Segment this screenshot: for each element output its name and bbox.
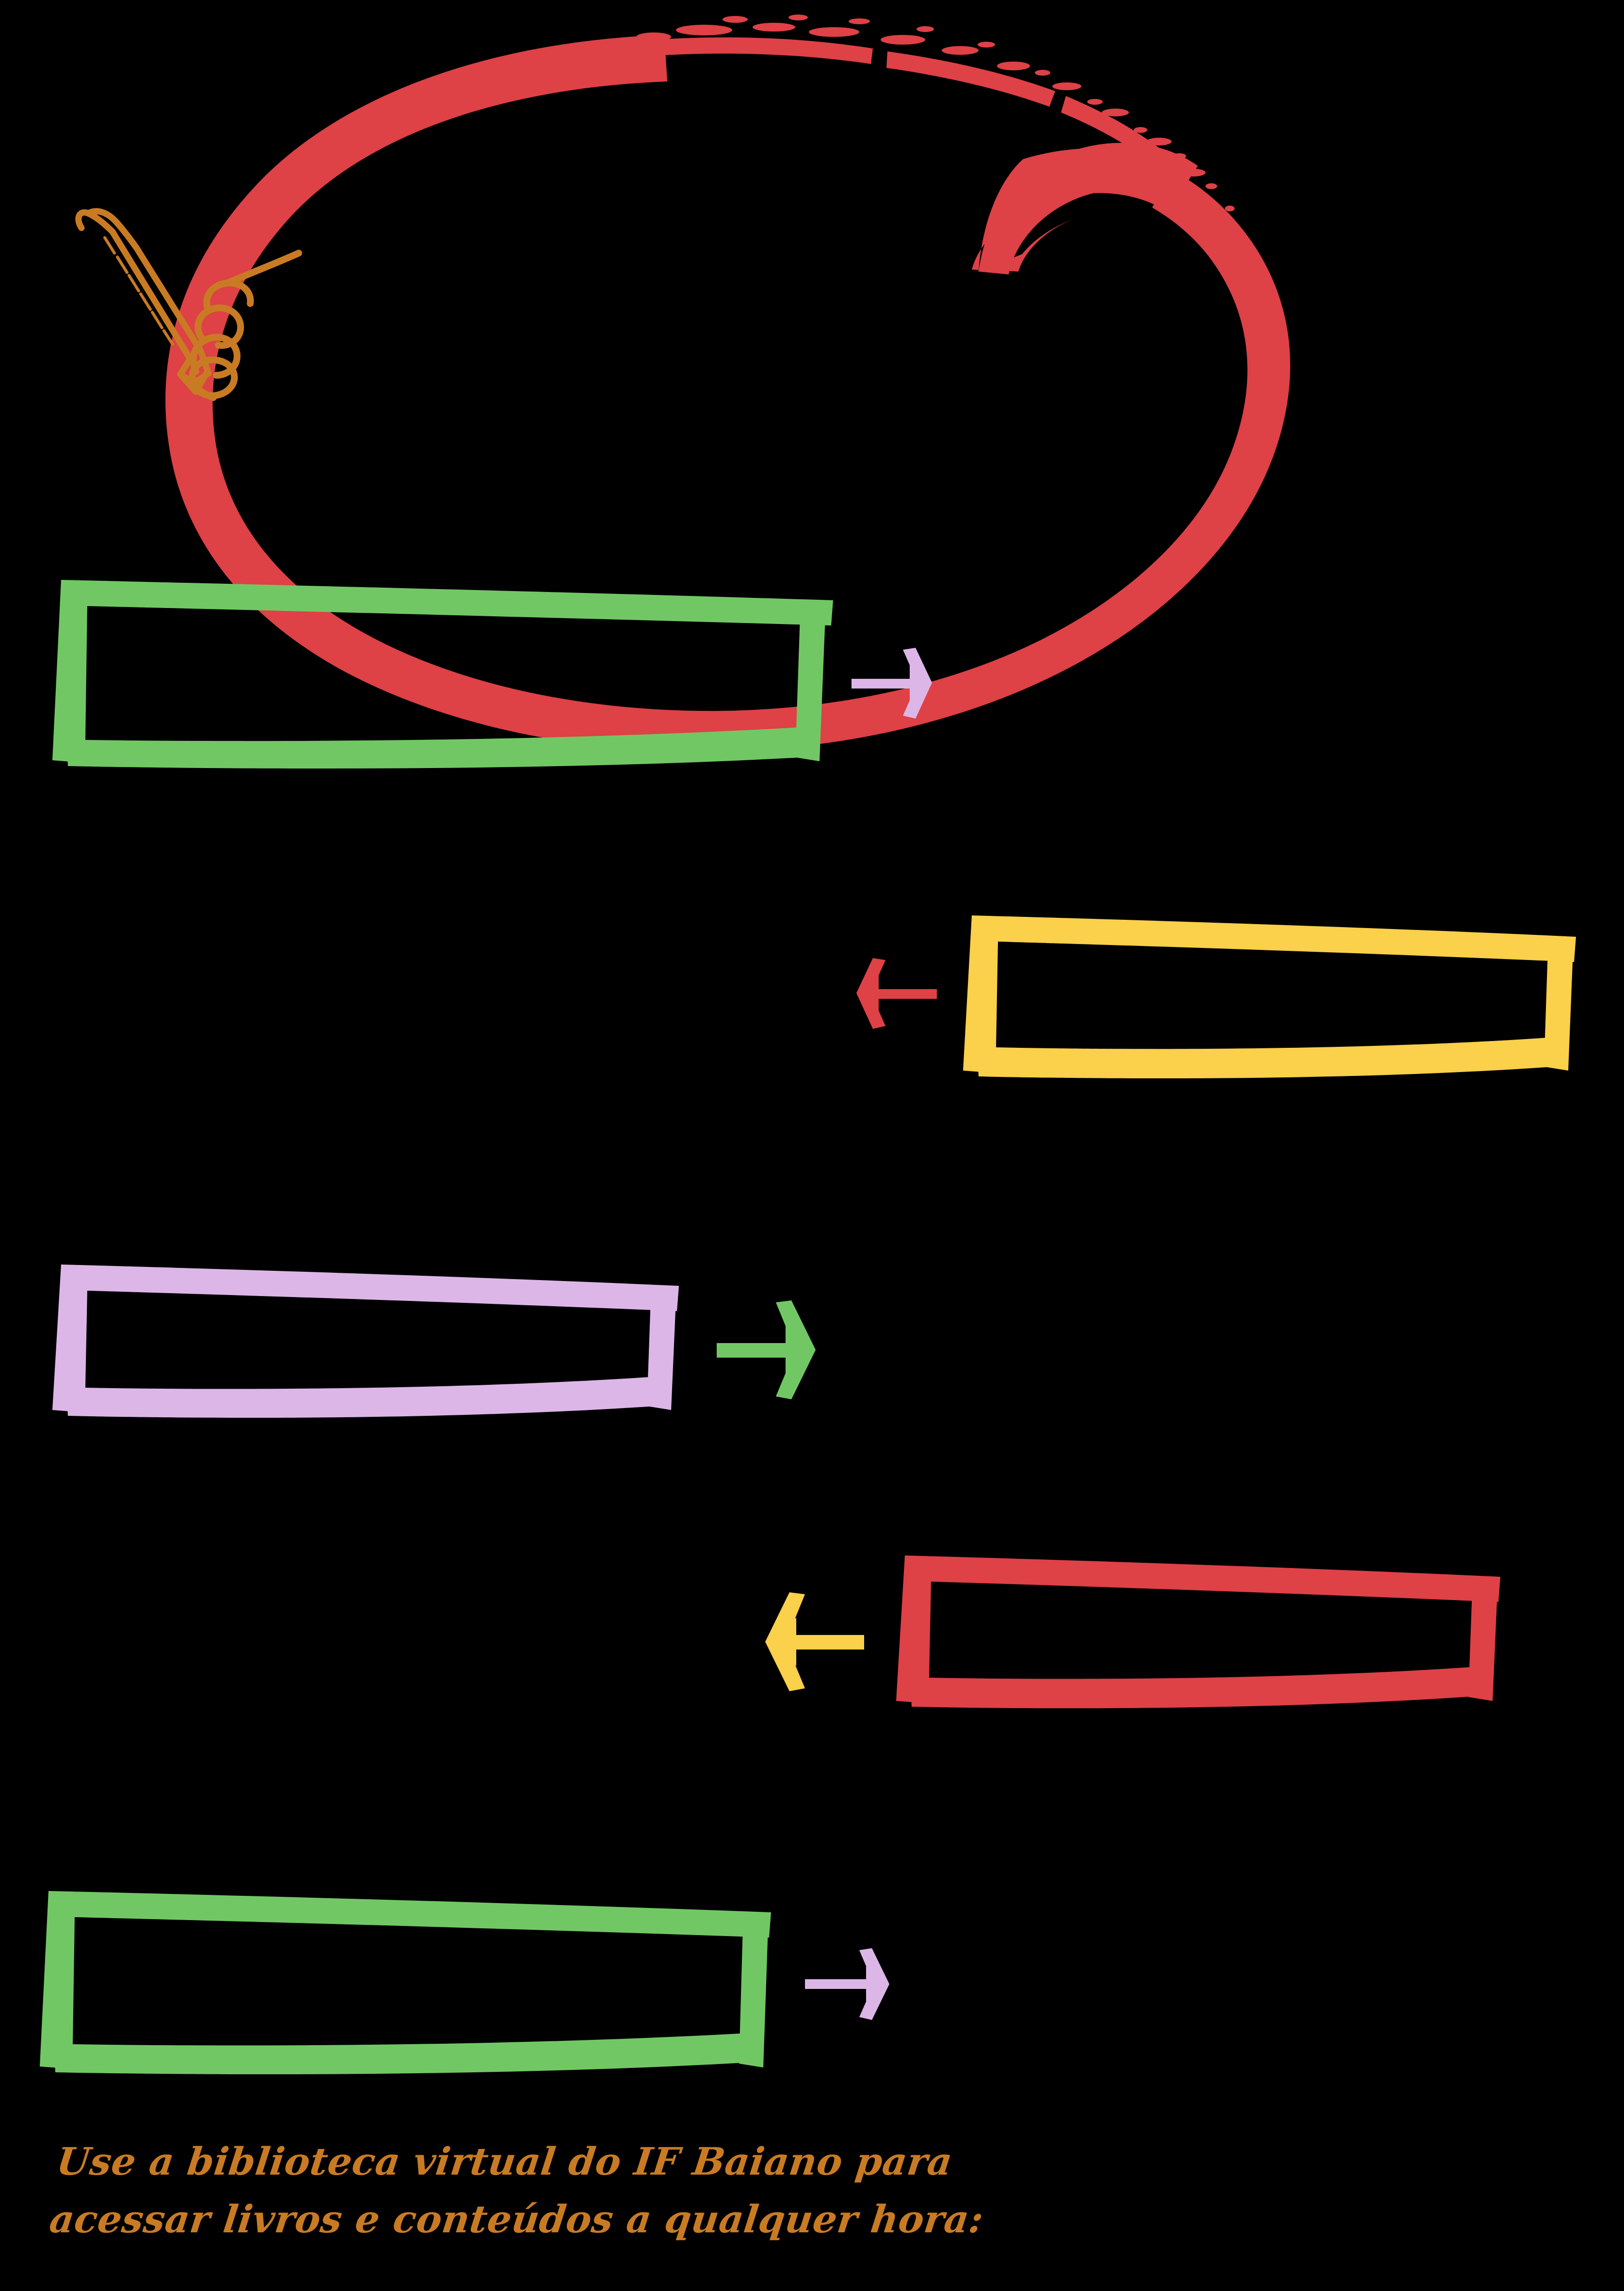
arrow-right-lavender-2 (805, 1948, 889, 2020)
box-yellow-1-hotspot[interactable] (963, 912, 1578, 1081)
box-green-1-hotspot[interactable] (53, 577, 834, 771)
red-ellipse-annotation[interactable] (165, 15, 1290, 752)
caption-text: Use a biblioteca virtual do IF Baiano pa… (47, 2140, 986, 2242)
arrow-left-red-1 (856, 958, 937, 1029)
box-red-1-hotspot[interactable] (895, 1552, 1501, 1712)
arrow-right-lavender-1-hotspot (849, 645, 936, 722)
arrow-left-yellow-1-hotspot (765, 1589, 869, 1694)
box-green-1[interactable] (52, 580, 833, 769)
arrow-right-green-1 (717, 1300, 816, 1399)
box-yellow-1[interactable] (963, 915, 1576, 1079)
pencil-icon (75, 208, 302, 401)
box-lavender-1[interactable] (52, 1265, 679, 1418)
arrow-left-red-1-hotspot (853, 955, 941, 1033)
box-green-2-hotspot[interactable] (39, 1889, 771, 2078)
pencil-icon-hotspot (48, 204, 310, 407)
arrow-right-green-1-hotspot (713, 1297, 820, 1401)
box-lavender-1-hotspot[interactable] (51, 1261, 679, 1421)
arrow-left-yellow-1 (765, 1592, 864, 1691)
box-red-1[interactable] (896, 1555, 1500, 1709)
arrow-right-lavender-2-hotspot (803, 1945, 892, 2023)
box-green-2[interactable] (40, 1891, 771, 2075)
arrow-right-lavender-1 (852, 648, 932, 719)
